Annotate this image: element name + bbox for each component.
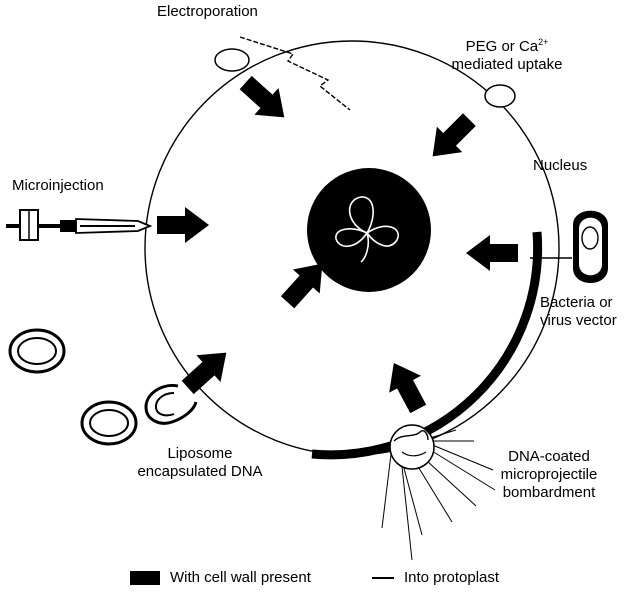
label-bacteria-line2: virus vector (540, 312, 617, 329)
liposome-2 (80, 400, 138, 446)
peg-arrow (419, 106, 483, 170)
bacteria-plasmid (581, 226, 599, 250)
bacteria-arrow (466, 235, 518, 271)
label-electroporation: Electroporation (157, 3, 258, 20)
label-nucleus: Nucleus (533, 157, 588, 174)
liposome-1 (8, 328, 66, 374)
label-peg-line1: PEG or Ca (465, 38, 539, 55)
legend-protoplast-label: Into protoplast (404, 569, 500, 586)
label-bombardment: DNA-coated microprojectile bombardment (487, 448, 611, 502)
label-liposome-line2: encapsulated DNA (137, 463, 263, 480)
label-bombardment-line3: bombardment (502, 484, 596, 501)
label-liposome: Liposome encapsulated DNA (130, 445, 270, 481)
syringe-icon (6, 209, 153, 241)
liposome-fusing (144, 383, 198, 425)
microprojectile-icon (381, 424, 496, 561)
label-liposome-line1: Liposome (167, 445, 233, 462)
label-bacteria-vector: Bacteria or virus vector (540, 294, 617, 330)
legend-cell-wall-label: With cell wall present (170, 569, 311, 586)
electroporation-arrow (233, 69, 297, 131)
microinjection-arrow (157, 207, 209, 243)
label-bacteria-line1: Bacteria or (540, 294, 613, 311)
label-microinjection: Microinjection (12, 177, 104, 194)
label-bombardment-line2: microprojectile (500, 466, 598, 483)
legend-cell-wall-swatch (130, 571, 160, 585)
lightning-bolt-icon (239, 36, 351, 111)
label-peg-uptake: PEG or Ca2+ mediated uptake (444, 38, 570, 74)
label-peg-sup: 2+ (538, 37, 549, 47)
cell-wall-arc (311, 231, 543, 460)
label-bombardment-line1: DNA-coated (508, 448, 590, 465)
chromatin-loops (335, 196, 399, 263)
label-peg-line2: mediated uptake (451, 56, 563, 73)
electroporation-vesicle (214, 48, 250, 72)
peg-vesicle (484, 84, 516, 108)
bombardment-arrow (377, 354, 435, 418)
